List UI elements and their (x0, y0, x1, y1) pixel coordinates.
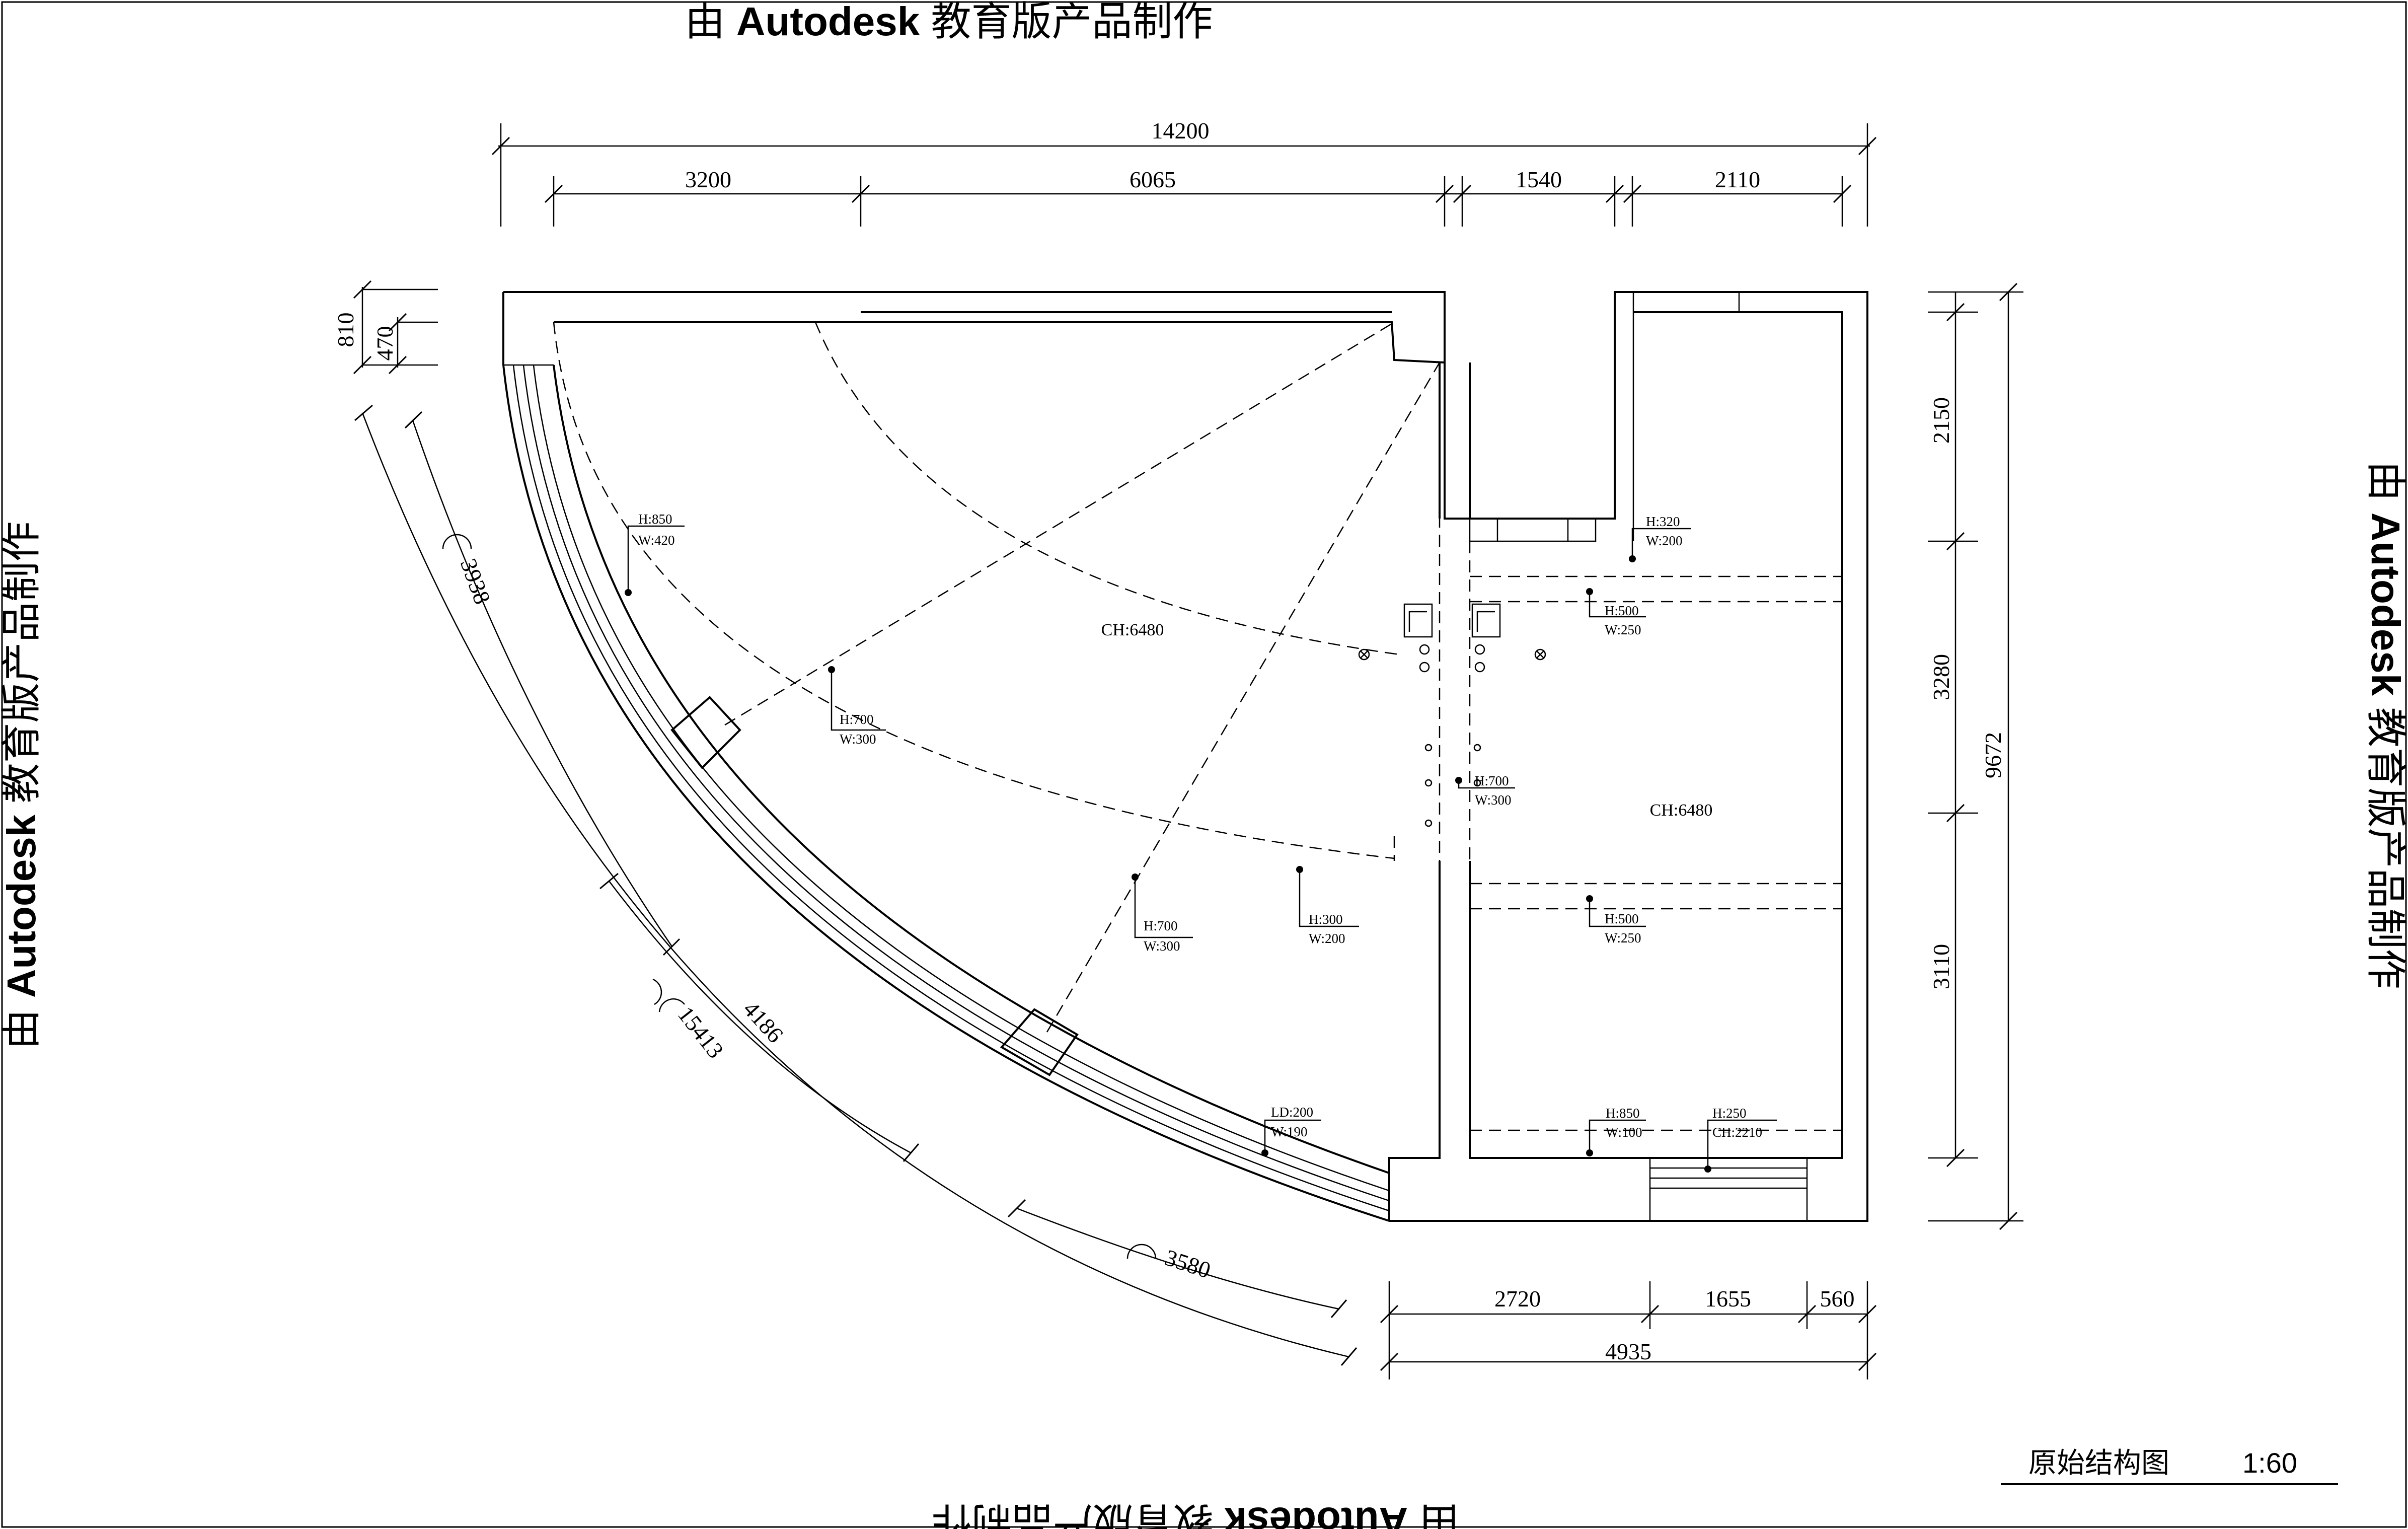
annotation-callout: H:250 CH:2210 (1704, 1106, 1777, 1173)
svg-text:W:190: W:190 (1271, 1124, 1307, 1139)
svg-text:W:300: W:300 (1144, 938, 1180, 954)
svg-text:H:850: H:850 (638, 512, 672, 527)
annotation-callout: H:300 W:200 (1296, 866, 1359, 946)
title-block: 原始结构图 1:60 (2001, 1447, 2338, 1485)
svg-text:H:500: H:500 (1605, 603, 1639, 618)
dim-bottom-total: 4935 (1605, 1339, 1651, 1364)
svg-text:H:850: H:850 (1606, 1106, 1640, 1121)
svg-text:H:700: H:700 (1475, 773, 1509, 788)
svg-text:W:420: W:420 (638, 533, 674, 548)
drawing-scale: 1:60 (2242, 1447, 2297, 1479)
ceiling-height-right: CH:6480 (1650, 801, 1713, 820)
watermark-right: 由 Autodesk 教育版产品制作 (2363, 461, 2408, 989)
dim-bottom-seg-2: 1655 (1705, 1286, 1751, 1312)
svg-text:W:200: W:200 (1309, 931, 1345, 946)
svg-text:W:300: W:300 (840, 732, 876, 747)
dim-bottom-seg-1: 2720 (1494, 1286, 1541, 1312)
watermark-top: 由 Autodesk 教育版产品制作 (685, 0, 1213, 44)
dim-arc-seg-3: 3580 (1162, 1245, 1214, 1283)
watermark-left: 由 Autodesk 教育版产品制作 (0, 522, 44, 1050)
svg-text:H:700: H:700 (840, 712, 874, 727)
dim-right-seg-3: 3110 (1928, 944, 1954, 989)
annotation-callout: H:700 W:300 (1455, 773, 1515, 808)
dim-right-seg-1: 2150 (1928, 397, 1954, 444)
annotation-callout: H:500 W:250 (1586, 895, 1646, 945)
arc-dimension-group (354, 404, 1358, 1366)
svg-text:CH:2210: CH:2210 (1712, 1125, 1762, 1140)
svg-text:W:100: W:100 (1606, 1125, 1642, 1140)
drawing-title: 原始结构图 (2028, 1447, 2169, 1479)
svg-text:LD:200: LD:200 (1271, 1105, 1313, 1120)
dim-right-seg-2: 3280 (1928, 654, 1954, 700)
dim-top-seg-4: 2110 (1715, 167, 1760, 192)
annotation-callout: H:850 W:420 (625, 512, 685, 596)
dim-right-total: 9672 (1980, 732, 2006, 778)
svg-text:H:500: H:500 (1605, 911, 1639, 926)
dim-top-total: 14200 (1152, 118, 1210, 143)
svg-text:W:250: W:250 (1605, 622, 1641, 637)
svg-text:H:250: H:250 (1712, 1106, 1747, 1121)
dim-left-outer: 810 (333, 313, 358, 347)
watermark-bottom: 由 Autodesk 教育版产品制作 (932, 1499, 1460, 1529)
dim-top-seg-3: 1540 (1516, 167, 1562, 192)
svg-text:H:700: H:700 (1144, 918, 1178, 933)
fixture-symbols (1358, 603, 1546, 827)
svg-text:H:300: H:300 (1309, 912, 1343, 927)
svg-text:W:250: W:250 (1605, 930, 1641, 945)
dim-arc-seg-1: 3938 (456, 555, 495, 608)
top-dimension-group (491, 123, 1877, 227)
annotation-callout: H:700 W:300 (1132, 873, 1193, 954)
dim-top-seg-2: 6065 (1130, 167, 1176, 192)
wall-structure (502, 291, 1868, 1222)
svg-text:W:200: W:200 (1646, 533, 1682, 548)
ceiling-height-left: CH:6480 (1101, 621, 1164, 639)
annotation-callout: H:850 W:100 (1586, 1106, 1646, 1156)
dim-arc-total: 15413 (673, 1001, 729, 1063)
dim-top-seg-1: 3200 (685, 167, 731, 192)
ceiling-beam-lines (553, 321, 1842, 1131)
annotation-callout: H:320 W:200 (1629, 514, 1691, 562)
annotation-callout: LD:200 W:190 (1261, 1105, 1321, 1156)
annotation-callout: H:500 W:250 (1586, 588, 1646, 637)
dim-bottom-seg-3: 560 (1820, 1286, 1855, 1312)
left-dimension-group (353, 280, 438, 375)
dim-arc-seg-2: 4186 (738, 996, 788, 1047)
right-dimension-group (1928, 282, 2023, 1230)
svg-text:H:320: H:320 (1646, 514, 1680, 529)
svg-text:W:300: W:300 (1475, 792, 1511, 808)
bottom-dimension-group (1380, 1281, 1877, 1379)
annotation-callout: H:700 W:300 (828, 666, 886, 747)
dim-left-inner: 470 (372, 326, 398, 361)
